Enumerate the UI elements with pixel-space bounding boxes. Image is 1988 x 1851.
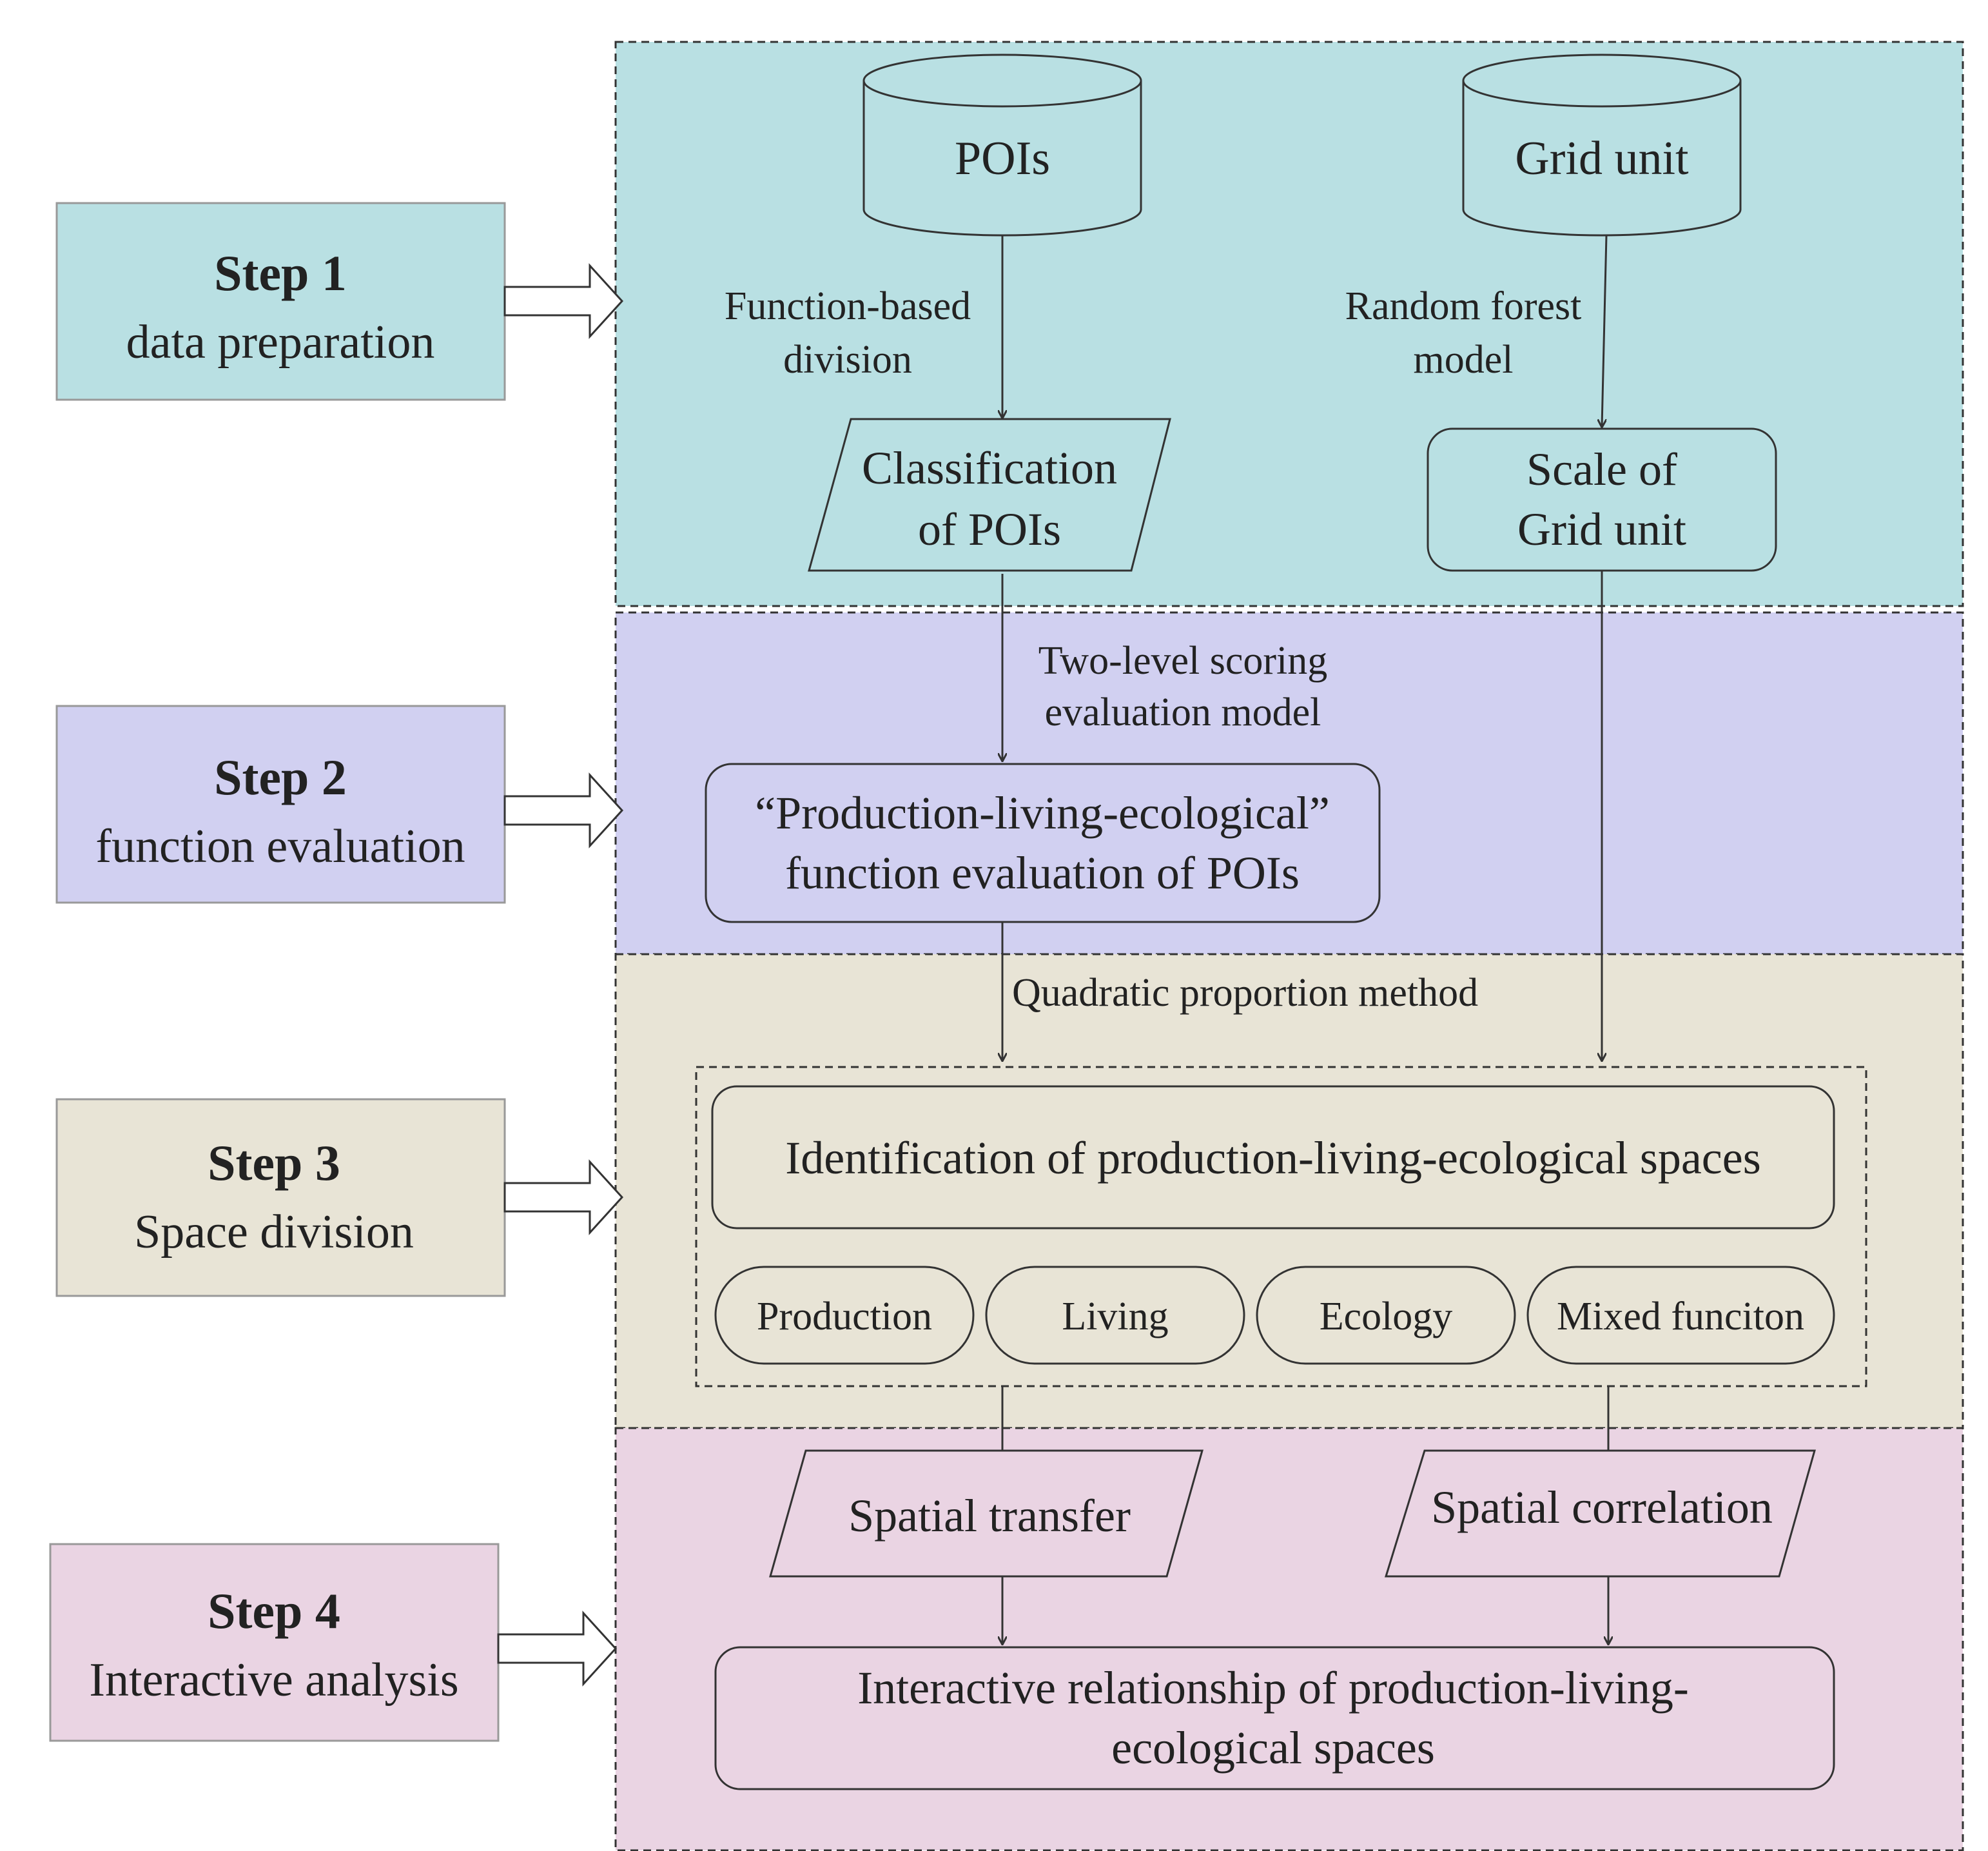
random-forest-label-2: model	[1414, 338, 1514, 382]
pois-database-label: POIs	[955, 132, 1050, 185]
step1-title: Step 1	[214, 245, 347, 301]
grid-unit-database: Grid unit	[1462, 54, 1742, 237]
step4-block-arrow	[497, 1611, 618, 1687]
grid-unit-database-label: Grid unit	[1515, 132, 1689, 185]
step3-box: Step 3 Space division	[55, 1098, 506, 1297]
quadratic-method-label: Quadratic proportion method	[1012, 971, 1478, 1015]
step1-block-arrow	[503, 263, 624, 339]
svg-text:function evaluation of POIs: function evaluation of POIs	[785, 847, 1300, 899]
svg-text:Grid unit: Grid unit	[1517, 504, 1686, 555]
step4-subtitle: Interactive analysis	[89, 1654, 458, 1707]
interactive-relationship: Interactive relationship of production-l…	[714, 1646, 1835, 1790]
type-living: Living	[985, 1266, 1245, 1365]
step1-subtitle: data preparation	[126, 316, 435, 369]
svg-text:Spatial transfer: Spatial transfer	[848, 1490, 1131, 1542]
identification-of-spaces: Identification of production-living-ecol…	[711, 1085, 1835, 1229]
pois-database: POIs	[862, 54, 1142, 237]
svg-text:Mixed funciton: Mixed funciton	[1557, 1295, 1804, 1338]
svg-text:Classification: Classification	[862, 442, 1117, 494]
step4-title: Step 4	[208, 1583, 340, 1639]
svg-text:Living: Living	[1062, 1295, 1168, 1338]
function-based-label-2: division	[783, 338, 912, 382]
step2-block-arrow	[503, 772, 624, 848]
spatial-correlation: Spatial correlation	[1384, 1449, 1816, 1578]
svg-text:Identification of production-l: Identification of production-living-ecol…	[785, 1132, 1760, 1184]
type-ecology: Ecology	[1256, 1266, 1516, 1365]
svg-text:Scale of: Scale of	[1526, 444, 1677, 495]
step3-title: Step 3	[208, 1135, 340, 1191]
random-forest-label-1: Random forest	[1345, 284, 1582, 328]
step2-box: Step 2 function evaluation	[55, 705, 506, 904]
scoring-model-label-1: Two-level scoring	[1038, 639, 1327, 683]
step3-block-arrow	[503, 1159, 624, 1235]
function-evaluation-of-pois: “Production-living-ecological” function …	[705, 763, 1381, 923]
scale-of-grid-unit: Scale of Grid unit	[1427, 427, 1777, 572]
svg-text:Spatial correlation: Spatial correlation	[1431, 1482, 1773, 1533]
arrow-grid-to-scale	[1602, 235, 1608, 427]
classification-of-pois: Classification of POIs	[808, 418, 1171, 572]
step4-box: Step 4 Interactive analysis	[49, 1543, 500, 1742]
space-division-group	[695, 1066, 1867, 1387]
spatial-transfer: Spatial transfer	[769, 1449, 1204, 1578]
step3-subtitle: Space division	[134, 1206, 414, 1258]
step2-subtitle: function evaluation	[95, 820, 465, 873]
type-mixed-function: Mixed funciton	[1526, 1266, 1835, 1365]
scoring-model-label-2: evaluation model	[1045, 690, 1321, 734]
step1-box: Step 1 data preparation	[55, 202, 506, 401]
function-based-label-1: Function-based	[725, 284, 971, 328]
type-production: Production	[714, 1266, 975, 1365]
svg-text:ecological spaces: ecological spaces	[1111, 1722, 1435, 1774]
svg-text:of POIs: of POIs	[918, 504, 1061, 555]
step2-title: Step 2	[214, 749, 347, 805]
svg-text:Production: Production	[757, 1295, 932, 1338]
svg-text:“Production-living-ecological”: “Production-living-ecological”	[755, 787, 1330, 839]
svg-text:Ecology: Ecology	[1320, 1295, 1453, 1338]
svg-text:Interactive relationship of pr: Interactive relationship of production-l…	[857, 1662, 1689, 1714]
